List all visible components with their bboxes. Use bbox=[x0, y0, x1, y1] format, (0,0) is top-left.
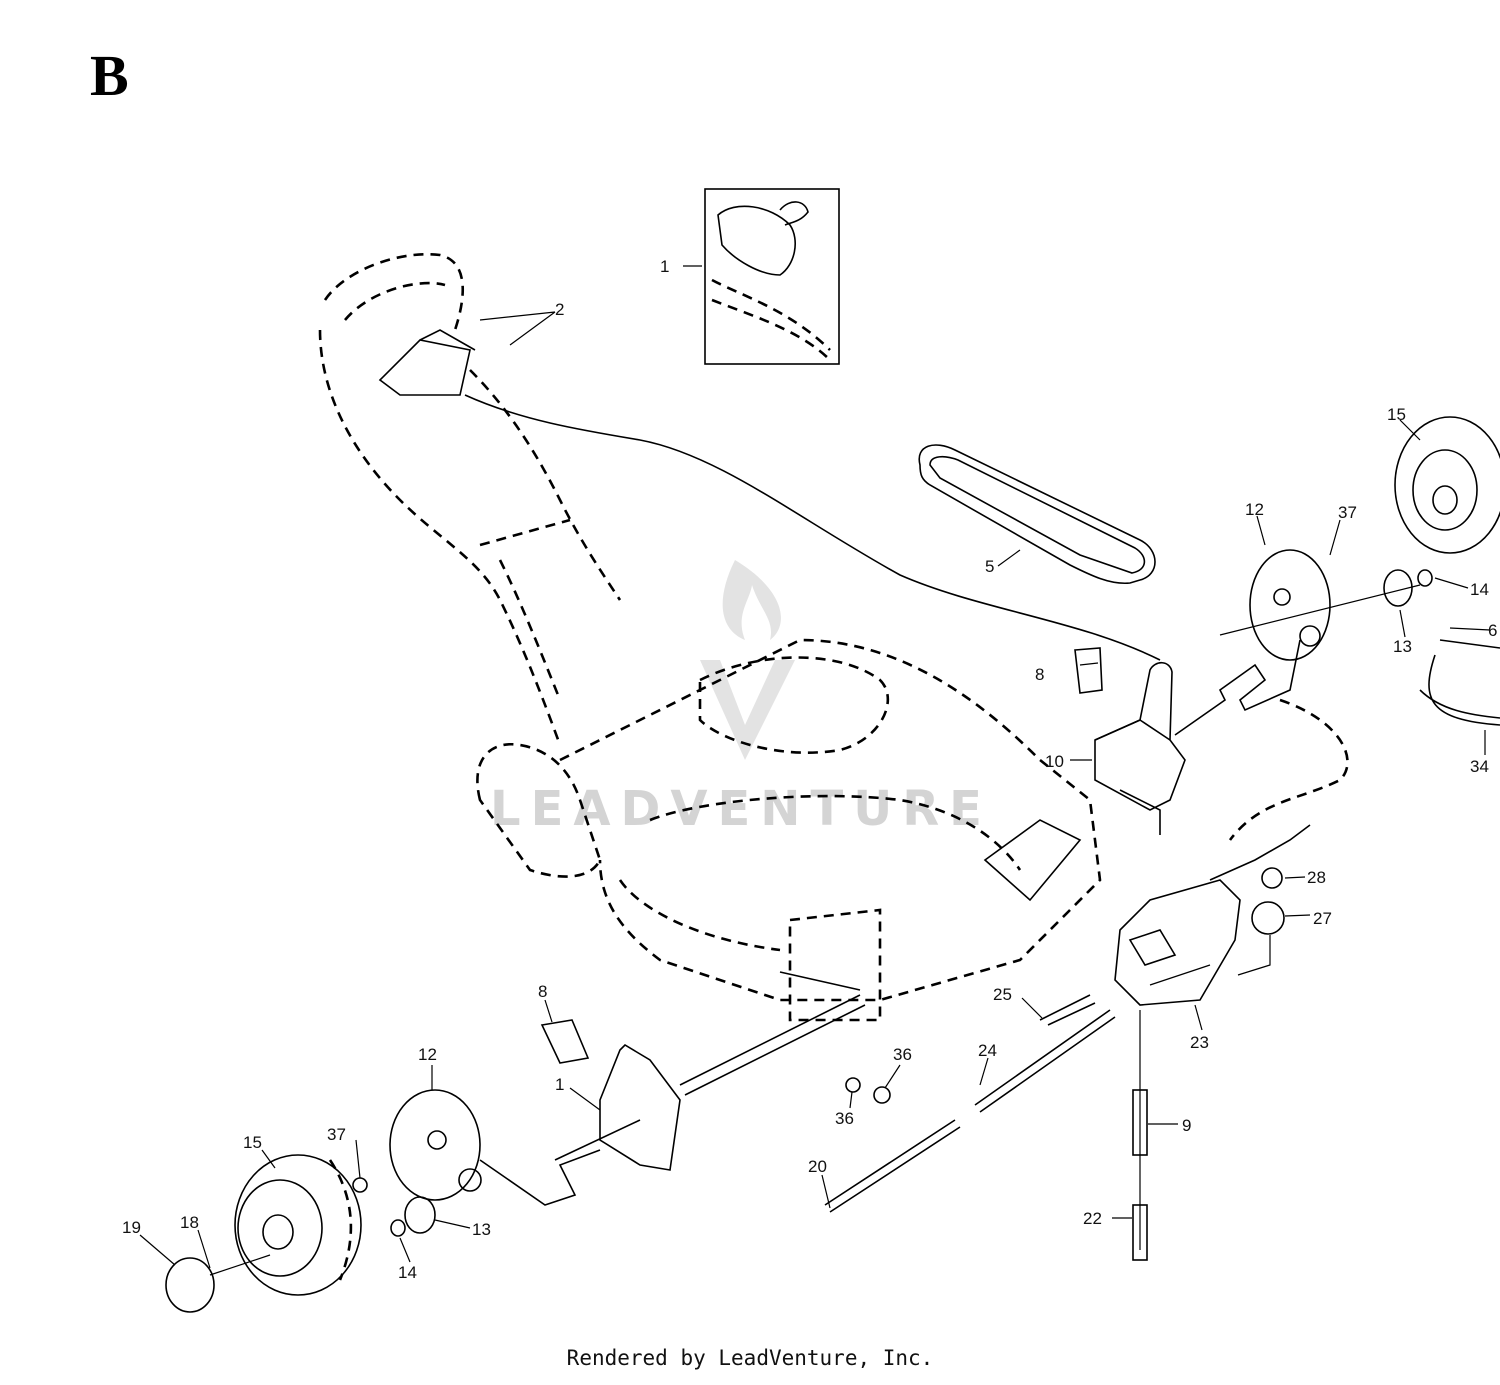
pinion-13-lower bbox=[404, 1196, 436, 1234]
section-letter: B bbox=[90, 43, 129, 108]
watermark: LEADVENTURE bbox=[490, 560, 992, 837]
bracket-2-upper bbox=[1074, 647, 1103, 694]
callout-6: 6 bbox=[1488, 621, 1497, 640]
footer-credit: Rendered by LeadVenture, Inc. bbox=[566, 1346, 934, 1370]
drive-bracket-10 bbox=[1094, 661, 1186, 835]
callout-1-upper: 1 bbox=[660, 257, 669, 276]
inset-part-box bbox=[704, 188, 840, 365]
callout-14-upper: 14 bbox=[1470, 580, 1489, 599]
callout-36-lower: 36 bbox=[835, 1109, 854, 1128]
drive-cable bbox=[1228, 698, 1349, 841]
watermark-text: LEADVENTURE bbox=[490, 781, 992, 837]
hubcap-19 bbox=[165, 1257, 215, 1313]
callout-12-lower: 12 bbox=[418, 1045, 437, 1064]
callouts: 1 2 5 8 10 12 37 15 14 13 6 34 28 27 25 … bbox=[122, 257, 1497, 1282]
callout-15-lower: 15 bbox=[243, 1133, 262, 1152]
callout-22: 22 bbox=[1083, 1209, 1102, 1228]
part-27 bbox=[1251, 901, 1285, 935]
drive-belt bbox=[918, 444, 1156, 585]
wheel-15-lower bbox=[234, 1154, 362, 1296]
rear-flap-34 bbox=[1419, 639, 1500, 726]
control-cable bbox=[464, 394, 1161, 661]
callout-5: 5 bbox=[985, 557, 994, 576]
callout-8-upper: 8 bbox=[1035, 665, 1044, 684]
lower-axle bbox=[479, 994, 866, 1206]
callout-8-lower: 8 bbox=[538, 982, 547, 1001]
callout-14-lower: 14 bbox=[398, 1263, 417, 1282]
callout-2-upper: 2 bbox=[555, 300, 564, 319]
transmission-23 bbox=[1114, 824, 1311, 1006]
callout-36-upper: 36 bbox=[893, 1045, 912, 1064]
callout-28: 28 bbox=[1307, 868, 1326, 887]
wheel-15-upper bbox=[1394, 416, 1500, 554]
callout-13-lower: 13 bbox=[472, 1220, 491, 1239]
leader-lines bbox=[139, 265, 1491, 1269]
hubcap-12-upper bbox=[1249, 549, 1331, 661]
nut-14-upper bbox=[1417, 569, 1433, 587]
callout-34: 34 bbox=[1470, 757, 1489, 776]
part-36b bbox=[873, 1086, 891, 1104]
part-36a bbox=[845, 1077, 861, 1093]
nut-14-lower bbox=[390, 1219, 406, 1237]
pulley-28 bbox=[1261, 867, 1283, 889]
shaft-20 bbox=[824, 1119, 961, 1213]
mower-deck bbox=[476, 638, 1102, 1022]
callout-10: 10 bbox=[1045, 752, 1064, 771]
callout-18: 18 bbox=[180, 1213, 199, 1232]
handle bbox=[318, 252, 622, 746]
callout-12-upper: 12 bbox=[1245, 500, 1264, 519]
callout-1-lower: 1 bbox=[555, 1075, 564, 1094]
pin-9 bbox=[1132, 1010, 1148, 1261]
pinion-13-upper bbox=[1383, 569, 1413, 607]
callout-37-lower: 37 bbox=[327, 1125, 346, 1144]
callout-20: 20 bbox=[808, 1157, 827, 1176]
callout-15-upper: 15 bbox=[1387, 405, 1406, 424]
callout-23: 23 bbox=[1190, 1033, 1209, 1052]
callout-9: 9 bbox=[1182, 1116, 1191, 1135]
axle-upper bbox=[1174, 639, 1301, 736]
callout-13-upper: 13 bbox=[1393, 637, 1412, 656]
hubcap-12-lower bbox=[389, 1089, 482, 1201]
callout-19: 19 bbox=[122, 1218, 141, 1237]
callout-25: 25 bbox=[993, 985, 1012, 1004]
callout-27: 27 bbox=[1313, 909, 1332, 928]
shaft-24 bbox=[974, 1009, 1116, 1113]
callout-37-upper: 37 bbox=[1338, 503, 1357, 522]
callout-24: 24 bbox=[978, 1041, 997, 1060]
washer-37-lower bbox=[352, 1177, 368, 1193]
spring-25 bbox=[1039, 994, 1096, 1026]
